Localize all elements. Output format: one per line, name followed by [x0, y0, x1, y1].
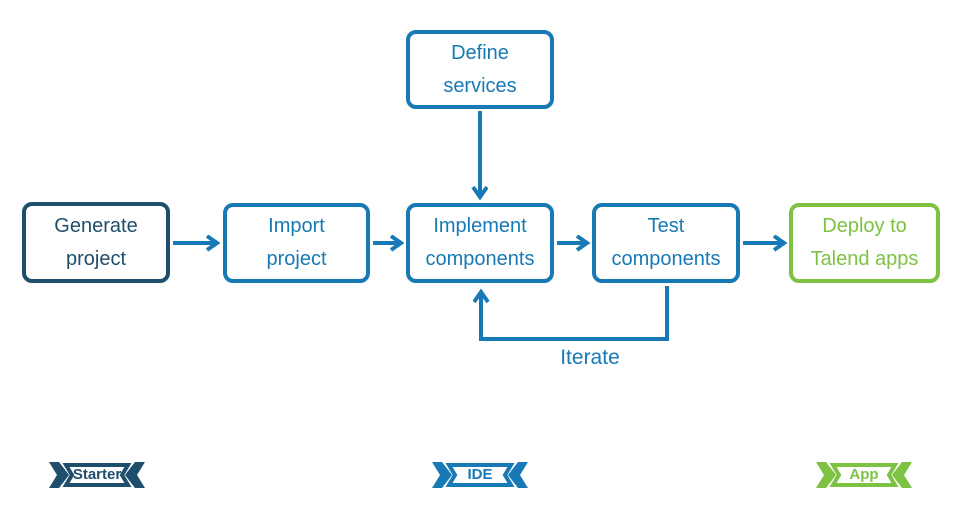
ribbon-ide-label: IDE	[467, 466, 493, 483]
node-implement-components: Implement components	[406, 203, 554, 283]
ribbon-banner-icon	[432, 462, 528, 488]
ribbon-starter: Starter	[48, 461, 146, 489]
node-import-project: Import project	[223, 203, 370, 283]
ribbon-ide: IDE	[431, 461, 529, 489]
node-generate-project: Generate project	[22, 202, 170, 283]
ribbon-starter-label: Starter	[72, 466, 122, 483]
iterate-label: Iterate	[560, 346, 620, 369]
ribbon-app-label: App	[849, 466, 879, 483]
node-deploy-talend-apps: Deploy to Talend apps	[789, 203, 940, 283]
node-test-components: Test components	[592, 203, 740, 283]
arrow-iterate-loop	[481, 286, 669, 341]
ribbon-banner-icon	[816, 462, 912, 488]
node-define-services: Define services	[406, 30, 554, 109]
ribbon-app: App	[815, 461, 913, 489]
ribbon-banner-icon	[49, 462, 145, 488]
